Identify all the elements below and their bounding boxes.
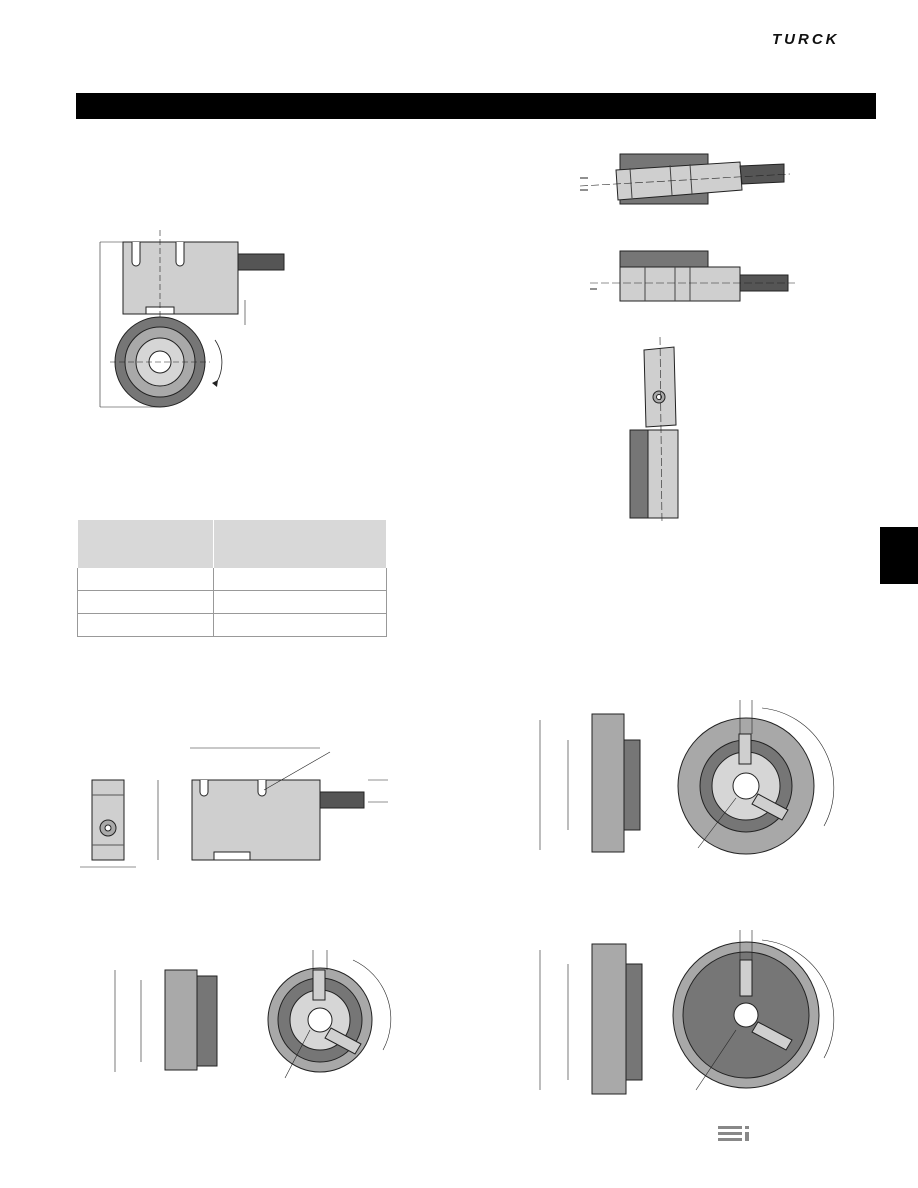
medium-ring-drawing <box>539 700 835 855</box>
table-cell <box>77 568 214 591</box>
table-cell <box>213 590 387 614</box>
table-cell <box>77 613 214 637</box>
table-cell <box>213 568 387 591</box>
axial-offset-drawing <box>629 336 679 524</box>
spec-col-header <box>77 520 214 568</box>
small-ring-drawing <box>114 950 392 1079</box>
table-cell <box>213 613 387 637</box>
document-list-icon <box>718 1126 749 1141</box>
offset-alignment-drawing <box>590 250 795 302</box>
table-row <box>77 613 387 637</box>
table-row <box>77 590 387 614</box>
section-tab <box>880 527 918 584</box>
tilt-alignment-drawing <box>579 153 791 205</box>
header-bar <box>76 93 876 119</box>
spec-col-header <box>213 520 387 568</box>
sensor-with-ring-drawing <box>99 230 285 408</box>
table-row <box>77 568 387 591</box>
sensor-dimension-drawing <box>80 747 388 868</box>
table-cell <box>77 590 214 614</box>
spec-table <box>77 520 387 637</box>
brand-logo: TURCK <box>772 31 840 48</box>
large-ring-drawing <box>539 930 835 1095</box>
